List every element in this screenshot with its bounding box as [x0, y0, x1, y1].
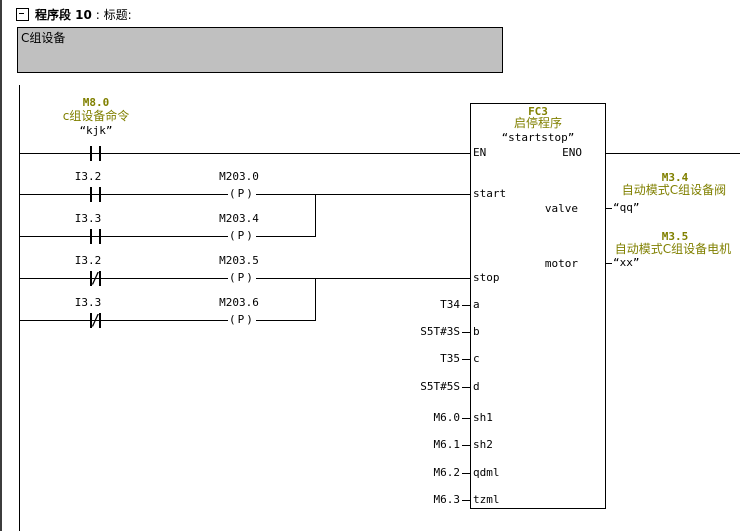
block-param-sh1[interactable]: sh1	[473, 411, 493, 424]
tick-qdml	[462, 473, 470, 474]
operand-b[interactable]: S5T#3S	[420, 325, 460, 338]
rung1-address[interactable]: M8.0	[82, 96, 110, 109]
operand-a[interactable]: T34	[440, 298, 460, 311]
operand-c[interactable]: T35	[440, 352, 460, 365]
rung3-pulse-coil[interactable]: (P)	[228, 229, 256, 243]
operand-sh2[interactable]: M6.1	[433, 438, 461, 451]
block-param-motor[interactable]: motor	[544, 257, 578, 270]
rung2-coil-address[interactable]: M203.0	[219, 170, 259, 183]
rung5-pulse-coil[interactable]: (P)	[228, 313, 256, 327]
network-separator: :	[91, 8, 104, 22]
block-param-d[interactable]: d	[473, 380, 480, 393]
valve-symbol-comment: 自动模式C组设备阀	[621, 183, 727, 197]
valve-tick	[606, 208, 612, 209]
rung1-symbol-comment: c组设备命令	[62, 109, 130, 123]
network-header: 程序段 10 : 标题:	[16, 6, 132, 23]
power-rail	[19, 85, 20, 531]
rung3-wire	[19, 236, 315, 237]
block-id: FC3	[528, 105, 548, 118]
tick-sh2	[462, 445, 470, 446]
rung5-wire	[19, 320, 315, 321]
operand-tzml[interactable]: M6.3	[433, 493, 461, 506]
operand-qdml[interactable]: M6.2	[433, 466, 461, 479]
collapse-minus-icon[interactable]	[16, 8, 29, 21]
block-param-valve[interactable]: valve	[544, 202, 578, 215]
block-param-sh2[interactable]: sh2	[473, 438, 493, 451]
window-left-border	[0, 0, 2, 531]
tick-b	[462, 332, 470, 333]
block-param-start[interactable]: start	[473, 187, 507, 200]
motor-symbol-comment: 自动模式C组设备电机	[614, 242, 732, 256]
network-comment-box[interactable]: C组设备	[17, 27, 503, 73]
rung1-wire	[19, 153, 470, 154]
valve-symbol-name: “qq”	[613, 201, 640, 214]
block-en-label: EN	[473, 146, 487, 159]
block-param-qdml[interactable]: qdml	[473, 466, 500, 479]
network-title-line: 程序段 10 : 标题:	[35, 6, 132, 23]
merge-wire-stop	[315, 278, 316, 321]
motor-address[interactable]: M3.5	[661, 230, 689, 243]
block-param-tzml[interactable]: tzml	[473, 493, 500, 506]
fc3-block[interactable]	[470, 103, 606, 509]
operand-sh1[interactable]: M6.0	[433, 411, 461, 424]
block-symbol: “startstop”	[501, 131, 575, 144]
tick-tzml	[462, 500, 470, 501]
network-number: 程序段 10	[35, 8, 92, 22]
rung4-pulse-coil[interactable]: (P)	[228, 271, 256, 285]
rung2-contact-address[interactable]: I3.2	[74, 170, 102, 183]
tick-d	[462, 387, 470, 388]
tick-c	[462, 359, 470, 360]
rung3-coil-address[interactable]: M203.4	[219, 212, 259, 225]
network-title-label: 标题:	[103, 8, 132, 22]
rung3-contact-address[interactable]: I3.3	[74, 212, 102, 225]
rung1-symbol-name: “kjk”	[79, 124, 113, 137]
tick-a	[462, 305, 470, 306]
eno-wire	[606, 153, 740, 154]
rung2-pulse-coil[interactable]: (P)	[228, 187, 256, 201]
nc-slash-icon: /	[91, 311, 101, 329]
block-title: 启停程序	[513, 116, 562, 130]
rung5-coil-address[interactable]: M203.6	[219, 296, 259, 309]
motor-tick	[606, 263, 612, 264]
block-eno-label: ENO	[562, 146, 582, 159]
operand-d[interactable]: S5T#5S	[420, 380, 460, 393]
rung4-coil-address[interactable]: M203.5	[219, 254, 259, 267]
rung5-contact-address[interactable]: I3.3	[74, 296, 102, 309]
block-param-b[interactable]: b	[473, 325, 480, 338]
valve-address[interactable]: M3.4	[661, 171, 689, 184]
tick-sh1	[462, 418, 470, 419]
block-param-c[interactable]: c	[473, 352, 480, 365]
nc-slash-icon: /	[91, 269, 101, 287]
merge-wire-start	[315, 194, 316, 237]
block-param-stop[interactable]: stop	[473, 271, 500, 284]
block-param-a[interactable]: a	[473, 298, 480, 311]
rung4-contact-address[interactable]: I3.2	[74, 254, 102, 267]
motor-symbol-name: “xx”	[613, 256, 640, 269]
